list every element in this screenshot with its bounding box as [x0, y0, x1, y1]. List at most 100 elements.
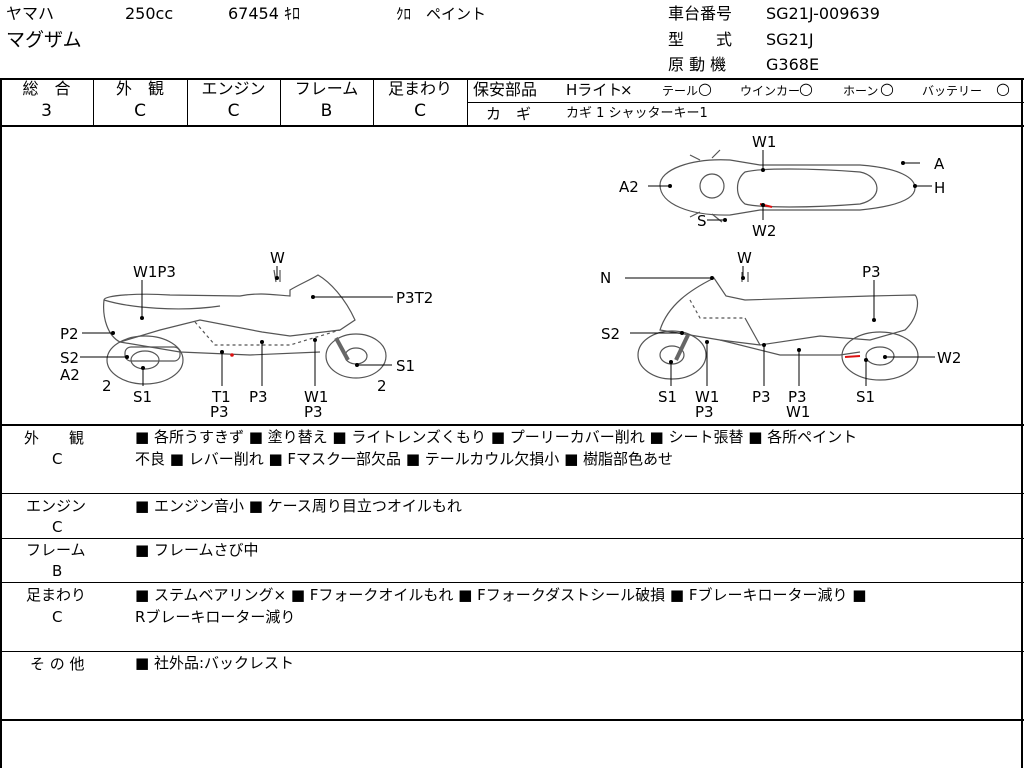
grade-suspension-value: C: [414, 101, 426, 121]
grade-suspension-label: 足まわり: [387, 79, 452, 98]
safety-winker-mark: ○: [799, 79, 813, 98]
diagram-right-n: N: [600, 269, 612, 287]
diagram-left-p3-under-t1: P3: [210, 403, 229, 421]
diagram-left-s2: S2: [60, 349, 80, 367]
diagram-left-p3t2: P3T2: [396, 289, 434, 307]
engine-value: G368E: [766, 55, 820, 74]
remark-engine-grade: C: [52, 518, 63, 536]
mileage: 67454 ｷﾛ: [228, 4, 300, 23]
safety-label: 保安部品: [473, 80, 538, 99]
leader-lines: [80, 150, 935, 386]
remark-engine-text: ■ エンジン音小 ■ ケース周り目立つオイルもれ: [135, 497, 462, 515]
remark-exterior-label: 外 観: [24, 429, 85, 447]
diagram-right-w1: W1: [695, 388, 720, 406]
grade-engine: エンジン C: [187, 79, 280, 122]
grade-frame-label: フレーム: [294, 79, 359, 98]
remark-exterior-line1: ■ 各所うすきず ■ 塗り替え ■ ライトレンズくもり ■ プーリーカバー削れ …: [135, 428, 858, 446]
grade-engine-label: エンジン: [201, 79, 266, 98]
left-side-view: [103, 269, 387, 385]
remark-frame-grade: B: [52, 562, 63, 580]
model-name: マグザム: [6, 29, 82, 51]
grade-engine-value: C: [227, 101, 240, 121]
damage-mark: [230, 353, 234, 357]
safety-headlight-mark: ×: [620, 81, 633, 99]
diagram-right-w2: W2: [937, 349, 962, 367]
grade-suspension: 足まわり C: [373, 79, 467, 122]
grade-overall: 総 合 3: [0, 80, 93, 122]
chassis-label: 車台番号: [668, 4, 733, 23]
diagram-right-w1-under: W1: [786, 403, 811, 421]
divider-engine: [0, 538, 1024, 539]
divider-frame: [0, 582, 1024, 583]
type-label: 型 式: [668, 30, 733, 49]
diagram-left-s1-left: S1: [133, 388, 153, 406]
divider-exterior: [0, 493, 1024, 494]
safety-tail: テール: [662, 84, 699, 98]
remark-suspension-line2: Rブレーキローター減り: [135, 608, 296, 626]
remark-other-label: そ の 他: [30, 655, 85, 673]
diagram-right-w-top: W: [737, 249, 752, 267]
grade-frame-value: B: [320, 101, 333, 121]
diagram-left-p3-under-w1: P3: [304, 403, 323, 421]
grade-overall-value: 3: [41, 101, 52, 121]
grade-exterior: 外 観 C: [93, 79, 187, 122]
safety-horn-mark: ○: [880, 79, 894, 98]
diagram-right-p3-under-w1: P3: [695, 403, 714, 421]
diagram-right-p3-mid: P3: [752, 388, 771, 406]
divider-other: [0, 719, 1024, 721]
color: ｸﾛ ペイント: [396, 5, 487, 23]
diagram-left-w-top: W: [270, 249, 285, 267]
divider-grades: [0, 125, 1024, 127]
diagram-right-p3-right: P3: [788, 388, 807, 406]
remark-engine-label: エンジン: [26, 497, 87, 515]
border-right: [1021, 78, 1023, 768]
remark-frame-label: フレーム: [26, 541, 86, 559]
diagram-top-s: S: [697, 212, 707, 230]
key-value: カギ 1 シャッターキー1: [566, 106, 708, 121]
grade-sep-2: [187, 78, 188, 125]
divider-diagram: [0, 424, 1024, 426]
displacement: 250cc: [125, 4, 174, 23]
diagram-left-p2: P2: [60, 325, 79, 343]
diagram-left-w1: W1: [304, 388, 329, 406]
diagram-left-a2: A2: [60, 366, 80, 384]
damage-mark-right: [844, 355, 861, 358]
grade-sep-5: [467, 78, 468, 125]
safety-battery-mark: ○: [996, 79, 1010, 98]
remark-suspension-label: 足まわり: [26, 586, 87, 604]
divider-suspension: [0, 651, 1024, 652]
safety-tail-mark: ○: [698, 79, 712, 98]
grade-sep-1: [93, 78, 94, 125]
diagram-top-w2: W2: [752, 222, 777, 240]
diagram-top-w1: W1: [752, 133, 777, 151]
diagram-top-a2: A2: [619, 178, 639, 196]
remark-other-text: ■ 社外品:バックレスト: [135, 654, 294, 672]
leader-dots: [111, 161, 917, 370]
diagram-left-t1: T1: [212, 388, 231, 406]
damage-mark-top: [759, 203, 773, 208]
grade-frame: フレーム B: [280, 79, 373, 122]
diagram-top-a: A: [934, 155, 945, 173]
safety-battery: バッテリー: [922, 84, 983, 98]
remark-suspension-grade: C: [52, 608, 63, 626]
chassis-value: SG21J-009639: [766, 4, 880, 23]
type-value: SG21J: [766, 30, 814, 49]
diagram-right-p3-top: P3: [862, 263, 881, 281]
grade-exterior-label: 外 観: [115, 79, 164, 98]
grade-exterior-value: C: [134, 101, 146, 121]
safety-winker: ウインカー: [740, 84, 801, 98]
divider-header: [0, 78, 1024, 80]
divider-safety: [468, 102, 1024, 103]
grade-sep-4: [373, 78, 374, 125]
safety-horn: ホーン: [843, 84, 879, 98]
diagram-left-2b: 2: [377, 377, 387, 395]
key-label: カ ギ: [486, 105, 532, 123]
grade-sep-3: [280, 78, 281, 125]
safety-headlight: Hライト: [566, 81, 623, 99]
border-left: [0, 78, 2, 768]
diagram-left-w1p3: W1P3: [133, 263, 176, 281]
diagram-right-s1-left: S1: [658, 388, 678, 406]
diagram-right-s2: S2: [601, 325, 621, 343]
right-side-view: [637, 272, 919, 381]
remark-exterior-grade: C: [52, 450, 63, 468]
